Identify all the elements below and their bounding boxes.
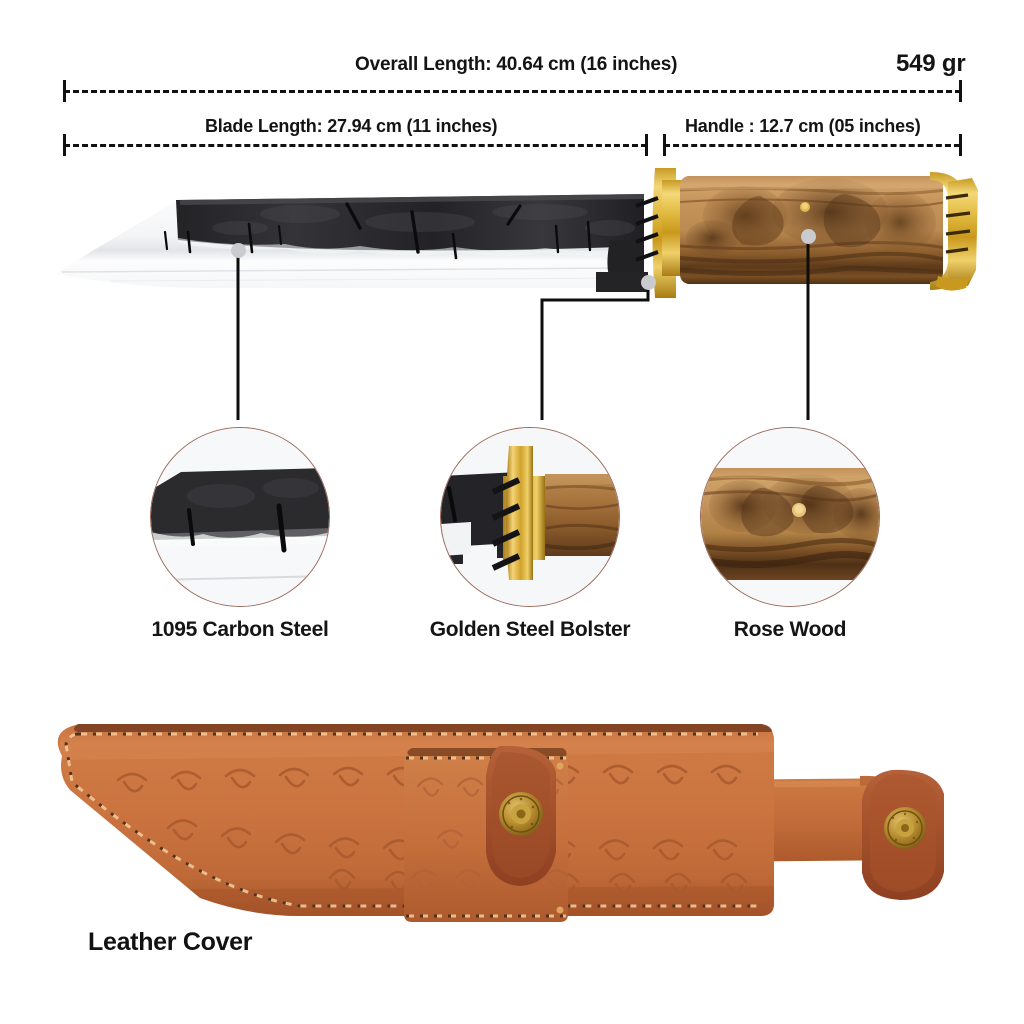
weight-label: 549 gr [896, 50, 966, 77]
detail-label-blade-steel: 1095 Carbon Steel [151, 618, 329, 641]
callout-dot-bolster[interactable] [641, 275, 656, 290]
blade-dimension-tick-left [63, 134, 66, 156]
handle-dimension-line [664, 144, 960, 147]
overall-dimension-tick-left [63, 80, 66, 102]
overall-dimension-line [64, 90, 961, 93]
detail-circle-bolster [440, 427, 620, 607]
detail-label-handle-wood: Rose Wood [733, 618, 847, 641]
callout-dot-blade-steel[interactable] [231, 243, 246, 258]
handle-dimension-tick-left [663, 134, 666, 156]
handle-dimension-tick-right [959, 134, 962, 156]
leather-sheath-illustration [0, 690, 1024, 970]
sheath-label: Leather Cover [88, 928, 253, 956]
detail-circle-blade-steel [150, 427, 330, 607]
detail-circle-handle-wood [700, 427, 880, 607]
blade-dimension-line [64, 144, 647, 147]
callout-dot-handle-wood[interactable] [801, 229, 816, 244]
overall-dimension-tick-right [959, 80, 962, 102]
overall-length-label: Overall Length: 40.64 cm (16 inches) [355, 54, 678, 75]
detail-label-bolster: Golden Steel Bolster [429, 618, 631, 641]
knife-illustration [0, 0, 1024, 430]
blade-length-label: Blade Length: 27.94 cm (11 inches) [205, 116, 498, 136]
handle-length-label: Handle : 12.7 cm (05 inches) [685, 116, 921, 136]
blade-dimension-tick-right [645, 134, 648, 156]
